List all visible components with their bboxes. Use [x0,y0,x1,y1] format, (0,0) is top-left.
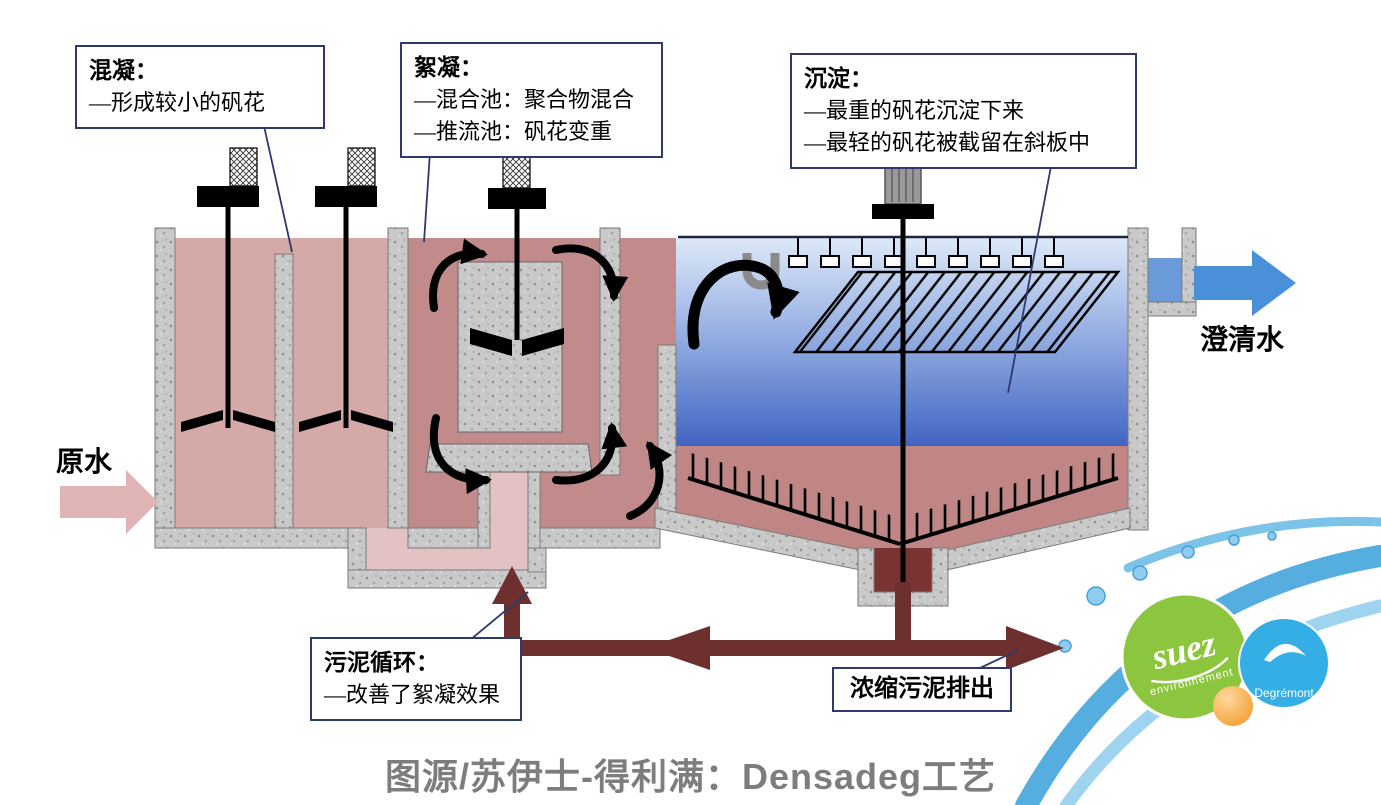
callout-line: —最重的矾花沉淀下来 [804,98,1025,124]
discharge-right-arrow [1006,626,1064,670]
degremont-wordmark: Degrémont [1254,686,1314,700]
image-caption: 图源/苏伊士-得利满：Densadeg工艺 [384,756,997,797]
callout-title: 沉淀： [804,66,873,91]
degremont-swan-icon [1264,643,1306,662]
water-droplets [1058,531,1277,653]
callout-title: 混凝： [89,58,158,83]
orange-dot [1213,686,1253,726]
transfer-flow-arrow [687,259,800,350]
callout-sludge-recirculation: 污泥循环： —改善了絮凝效果 [310,637,522,722]
outlet-channel-water [1148,258,1182,302]
clarified-water-arrow [1194,250,1296,316]
callout-line: —混合池：聚合物混合 [414,87,635,113]
callout-flocculation: 絮凝： —混合池：聚合物混合 —推流池：矾花变重 [400,42,663,158]
brand-graphic: suez environnement Degrémont [1015,516,1381,805]
raw-water-label: 原水 [56,447,113,478]
callout-coagulation: 混凝： —形成较小的矾花 [75,45,325,130]
tank-walls [154,227,1197,607]
clarified-water-label: 澄清水 [1200,325,1285,356]
sludge-scraper [687,218,1119,590]
callout-line: —推流池：矾花变重 [414,119,613,145]
callout-label: 浓缩污泥排出 [850,676,994,702]
callout-line: —形成较小的矾花 [89,90,266,116]
circulation-arrows [429,238,673,520]
flocculation-mixer [470,151,564,356]
sludge-pipes [492,566,1064,670]
degremont-logo: Degrémont [1238,617,1330,709]
suez-logo: suez environnement [1120,592,1250,722]
callout-sedimentation: 沉淀： —最重的矾花沉淀下来 —最轻的矾花被截留在斜板中 [790,53,1137,169]
recirculation-left-arrow [646,626,710,670]
callout-title: 污泥循环： [324,650,439,675]
raw-water-arrow [60,470,158,534]
collection-troughs [788,237,1064,268]
callout-title: 絮凝： [414,55,483,80]
lamella-plates [792,270,1121,354]
callout-sludge-discharge: 浓缩污泥排出 [832,667,1012,712]
callout-line: —最轻的矾花被截留在斜板中 [804,130,1091,156]
callout-line: —改善了絮凝效果 [324,682,501,708]
connector-lines [261,116,1053,669]
recirculation-up-arrow [492,566,532,604]
